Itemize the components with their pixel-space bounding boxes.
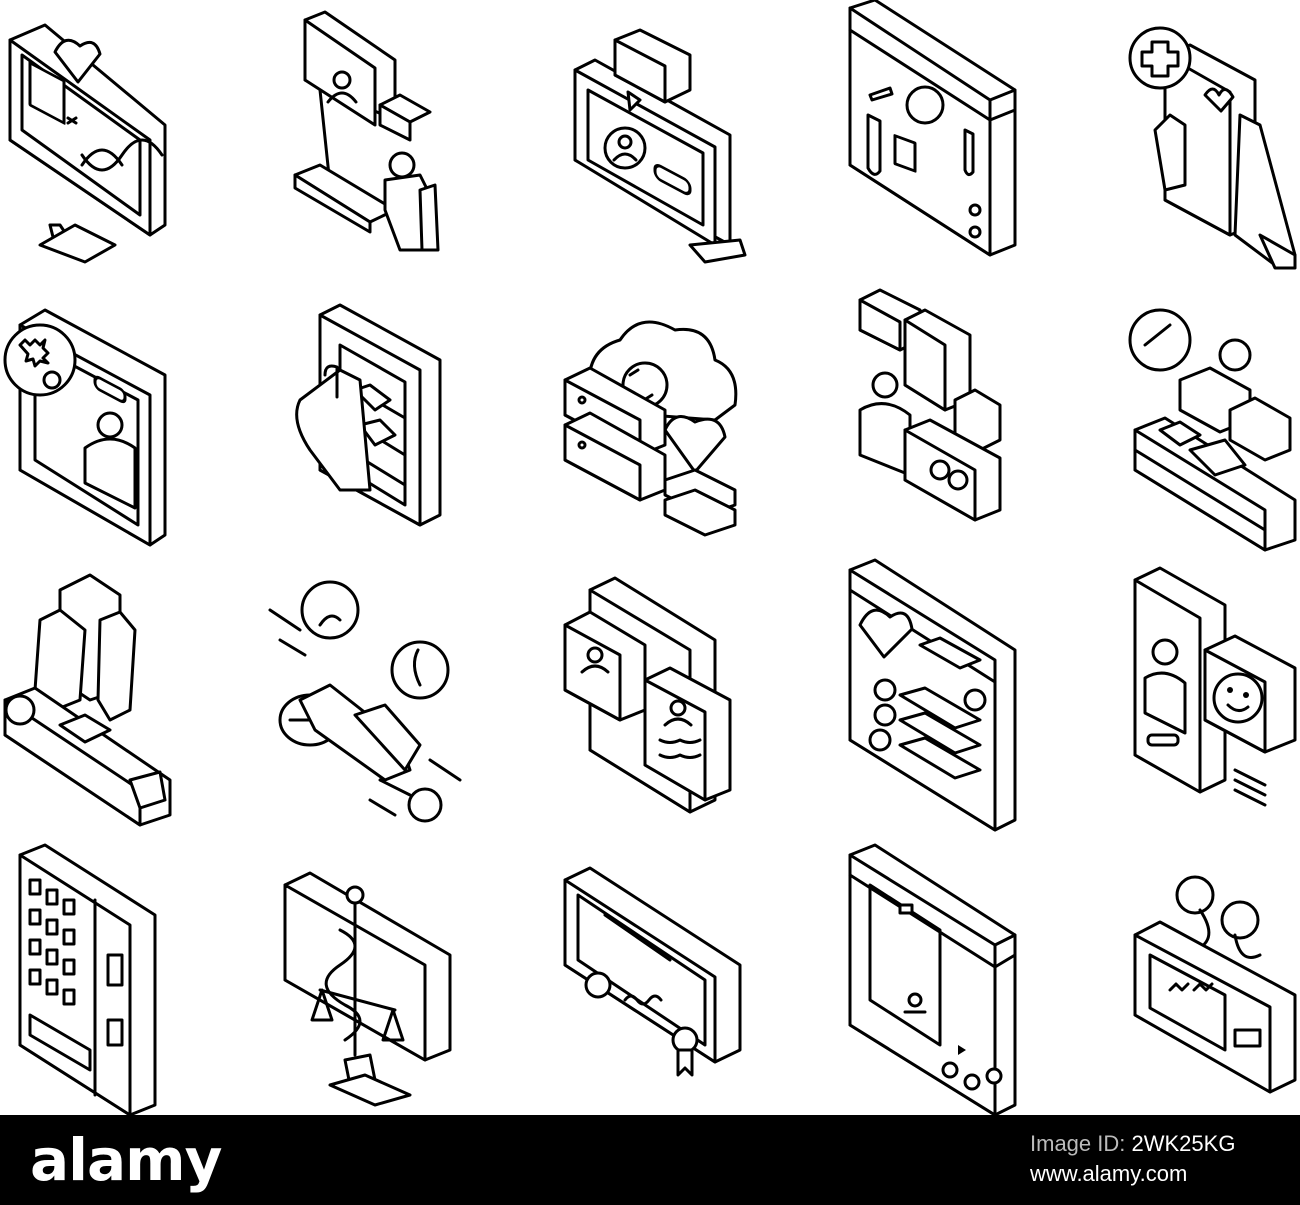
- monitor-dna-heart-icon: [8, 23, 167, 264]
- web-page-document-icon: [848, 843, 1017, 1115]
- stock-watermark-bar: alamy Image ID: 2WK25KG www.alamy.com: [0, 1115, 1300, 1205]
- robot-arm-conveyor-icon: [3, 573, 172, 827]
- hand-phone-medicine-shelf-icon: [295, 303, 442, 527]
- vending-machine-icon: [18, 843, 157, 1115]
- laptop-video-chat-icon: [573, 28, 747, 264]
- web-page-heart-users-icon: [848, 558, 1017, 832]
- pharmacist-shelves-icon: [858, 288, 1002, 522]
- monitor-caduceus-scales-icon: [283, 871, 452, 1107]
- doctor-presentation-board-icon: [293, 10, 440, 252]
- alamy-logo: alamy: [30, 1126, 222, 1194]
- phone-medical-hand-icon: [1128, 26, 1297, 270]
- pills-capsule-icon: [268, 580, 462, 823]
- cloud-server-heart-icon: [563, 320, 738, 537]
- image-id-row: Image ID: 2WK25KG: [1030, 1129, 1270, 1159]
- image-id-value: 2WK25KG: [1131, 1131, 1236, 1156]
- image-meta: Image ID: 2WK25KG www.alamy.com: [1030, 1129, 1270, 1189]
- conveyor-pill-robot-icon: [1128, 308, 1297, 552]
- icon-set-illustration: [3, 0, 1297, 1115]
- tablet-virus-patient-icon: [3, 308, 167, 547]
- site-url: www.alamy.com: [1030, 1161, 1188, 1186]
- certificate-diploma-icon: [563, 866, 742, 1077]
- image-id-label: Image ID:: [1030, 1131, 1126, 1156]
- pager-device-icon: [1133, 875, 1297, 1094]
- tablet-doctor-profiles-icon: [563, 576, 732, 814]
- phone-patient-smile-icon: [1133, 566, 1297, 807]
- lab-web-page-icon: [848, 0, 1017, 257]
